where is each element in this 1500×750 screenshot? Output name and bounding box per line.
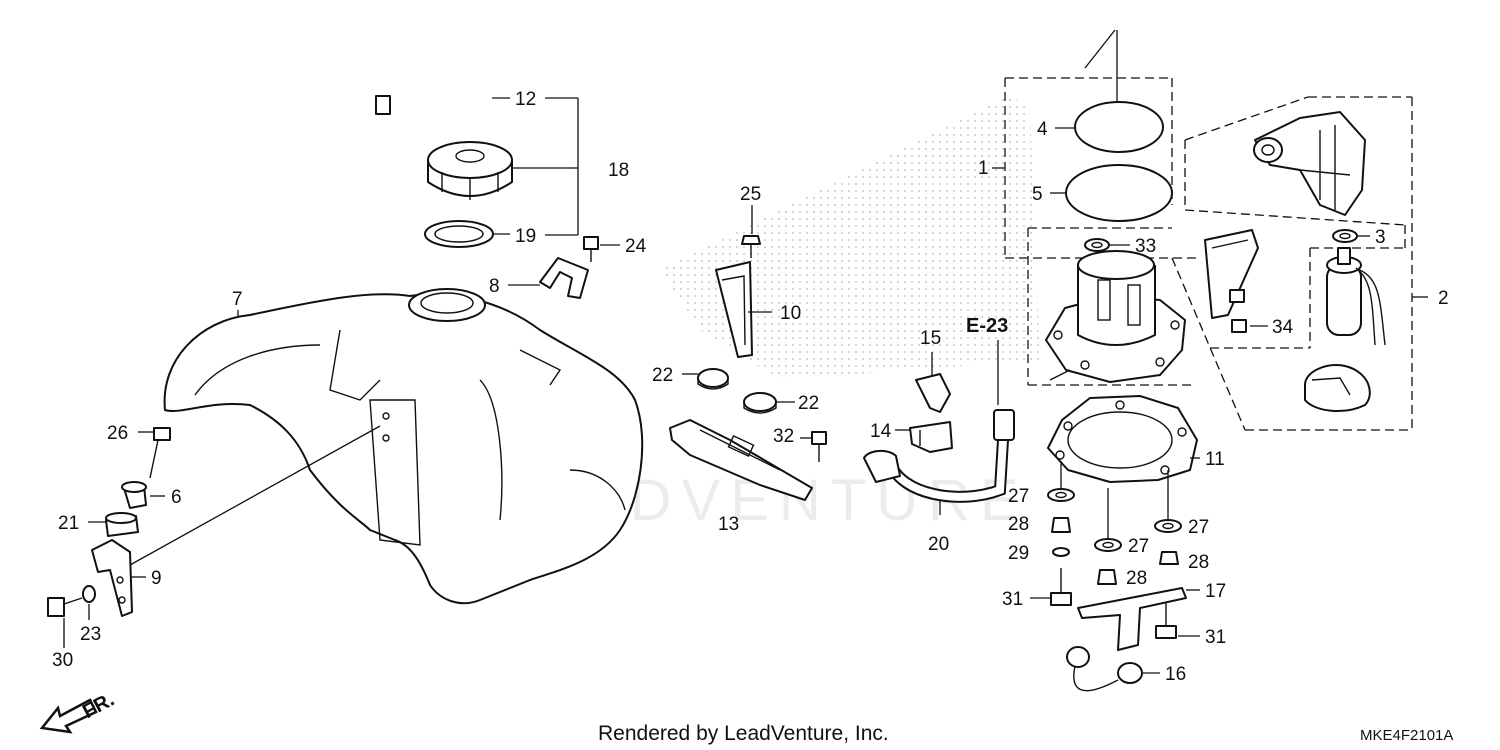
- washer-3-part[interactable]: [1332, 229, 1358, 243]
- o-ring-4-part[interactable]: [1074, 101, 1164, 153]
- washer-33-part[interactable]: [1084, 238, 1110, 252]
- fuel-tank-part[interactable]: [163, 288, 644, 605]
- o-ring-5-part[interactable]: [1065, 164, 1173, 222]
- bracket-9-part[interactable]: [91, 539, 133, 617]
- reference-e23-label[interactable]: E-23: [966, 315, 1008, 337]
- heat-guard-plate-part[interactable]: [669, 419, 813, 501]
- bolt-30-part[interactable]: [47, 597, 83, 617]
- grommet-21-part[interactable]: [105, 512, 139, 537]
- washer-27a-part[interactable]: [1047, 488, 1075, 502]
- callout-31a[interactable]: 31: [1002, 589, 1023, 610]
- callout-28c[interactable]: 28: [1188, 552, 1209, 573]
- stay-bracket-17-part[interactable]: [1077, 587, 1187, 651]
- callout-6[interactable]: 6: [171, 487, 182, 508]
- callout-21[interactable]: 21: [58, 513, 79, 534]
- fuel-pump-module-part[interactable]: [1253, 111, 1366, 216]
- bolt-24-part[interactable]: [583, 236, 599, 262]
- callout-15[interactable]: 15: [920, 328, 941, 349]
- bolt-32-part[interactable]: [811, 431, 827, 462]
- nut-28c-part[interactable]: [1159, 551, 1179, 565]
- callout-12[interactable]: 12: [515, 89, 536, 110]
- bolt-26-part[interactable]: [149, 427, 171, 479]
- callout-9[interactable]: 9: [151, 568, 162, 589]
- callout-16[interactable]: 16: [1165, 664, 1186, 685]
- tank-bracket-part[interactable]: [539, 257, 589, 299]
- damper-22-left-part[interactable]: [697, 368, 729, 390]
- callout-22-right[interactable]: 22: [798, 393, 819, 414]
- callout-33[interactable]: 33: [1135, 236, 1156, 257]
- callout-5[interactable]: 5: [1032, 184, 1043, 205]
- bolt-31a-part[interactable]: [1050, 568, 1072, 606]
- callout-30[interactable]: 30: [52, 650, 73, 671]
- collar-6-part[interactable]: [121, 481, 147, 509]
- breather-tube-part[interactable]: [375, 59, 493, 161]
- callout-17[interactable]: 17: [1205, 581, 1226, 602]
- fuel-hose-part[interactable]: [863, 409, 1015, 503]
- cap-gasket-part[interactable]: [424, 220, 494, 248]
- callout-22-left[interactable]: 22: [652, 365, 673, 386]
- callout-11[interactable]: 11: [1205, 449, 1225, 470]
- callout-4[interactable]: 4: [1037, 119, 1048, 140]
- clip-15-part[interactable]: [915, 373, 951, 413]
- callout-27a[interactable]: 27: [1008, 486, 1029, 507]
- callout-13[interactable]: 13: [718, 514, 739, 535]
- dotted-background-field: [660, 95, 1040, 380]
- fuel-strainer-part[interactable]: [1204, 229, 1259, 333]
- callout-27c[interactable]: 27: [1188, 517, 1209, 538]
- washer-23-part[interactable]: [82, 585, 96, 603]
- callout-28a[interactable]: 28: [1008, 514, 1029, 535]
- callout-26[interactable]: 26: [107, 423, 128, 444]
- nut-28b-part[interactable]: [1097, 569, 1117, 585]
- diagram-code: MKE4F2101A: [1360, 727, 1453, 744]
- clip-14-part[interactable]: [909, 421, 953, 453]
- callout-34[interactable]: 34: [1272, 317, 1294, 338]
- damper-22-right-part[interactable]: [743, 392, 777, 414]
- fuel-pump-flange-part[interactable]: [1045, 250, 1186, 383]
- washer-27c-part[interactable]: [1154, 519, 1182, 533]
- bolt-25-part[interactable]: [741, 235, 761, 258]
- callout-1[interactable]: 1: [978, 158, 989, 179]
- callout-20[interactable]: 20: [928, 534, 949, 555]
- callout-29[interactable]: 29: [1008, 543, 1029, 564]
- washer-27b-part[interactable]: [1094, 538, 1122, 552]
- callout-2[interactable]: 2: [1438, 288, 1449, 309]
- washer-29-part[interactable]: [1052, 547, 1070, 557]
- callout-24[interactable]: 24: [625, 236, 647, 257]
- callout-19[interactable]: 19: [515, 226, 536, 247]
- callout-18[interactable]: 18: [608, 160, 629, 181]
- bolt-31b-part[interactable]: [1155, 603, 1177, 639]
- flange-gasket-part[interactable]: [1047, 395, 1198, 483]
- nut-28a-part[interactable]: [1051, 517, 1071, 533]
- callout-3[interactable]: 3: [1375, 227, 1386, 248]
- front-direction-arrow-icon: [39, 698, 98, 734]
- callout-27b[interactable]: 27: [1128, 536, 1149, 557]
- pump-base-part[interactable]: [1304, 364, 1371, 412]
- callout-28b[interactable]: 28: [1126, 568, 1147, 589]
- footer-credit: Rendered by LeadVenture, Inc.: [598, 722, 889, 745]
- callout-23[interactable]: 23: [80, 624, 101, 645]
- ground-wire-16-part[interactable]: [1066, 646, 1143, 692]
- callout-14[interactable]: 14: [870, 421, 892, 442]
- fuel-cap-part[interactable]: [427, 141, 513, 200]
- callout-7[interactable]: 7: [232, 289, 243, 310]
- callout-32[interactable]: 32: [773, 426, 794, 447]
- callout-25[interactable]: 25: [740, 184, 761, 205]
- callout-31b[interactable]: 31: [1205, 627, 1226, 648]
- rubber-strap-part[interactable]: [715, 261, 753, 358]
- callout-8[interactable]: 8: [489, 276, 500, 297]
- fuel-pump-motor-part[interactable]: [1326, 247, 1386, 346]
- callout-10[interactable]: 10: [780, 303, 801, 324]
